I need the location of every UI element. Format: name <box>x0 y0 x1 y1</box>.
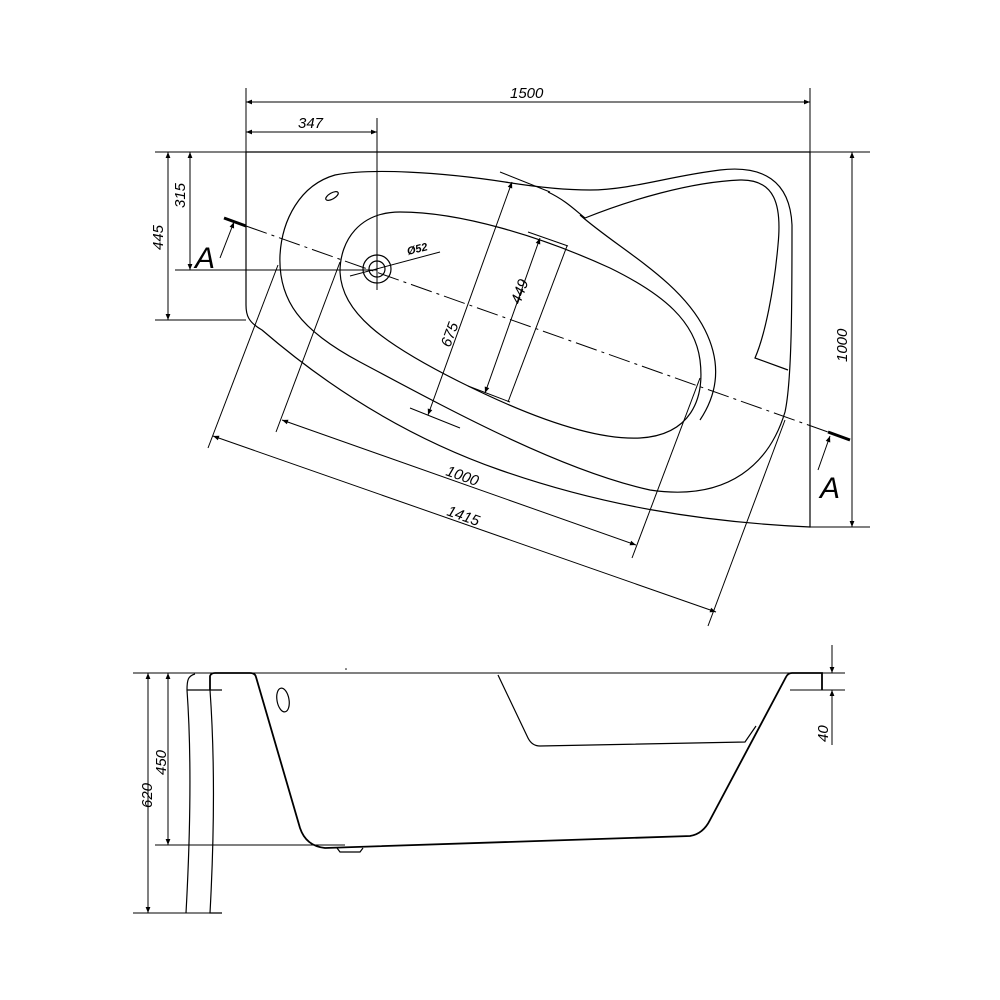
dim-label-1000-length: 1000 <box>444 463 482 490</box>
dimension-line-1415 <box>212 435 717 613</box>
dim-label-40: 40 <box>815 725 832 742</box>
inner-basin-outline <box>339 211 702 439</box>
extension-line <box>527 231 569 247</box>
apron-outer <box>185 673 196 914</box>
dim-label-315: 315 <box>172 182 189 208</box>
top-view: Ø52 A A 1500 347 445 315 1000 675 <box>150 85 870 627</box>
overflow-hole <box>325 191 339 201</box>
dim-label-620: 620 <box>139 782 156 808</box>
tub-profile <box>209 672 823 849</box>
section-label-left: A <box>193 242 215 275</box>
extension-line <box>207 264 279 449</box>
section-mark-right <box>827 430 851 442</box>
dim-label-1415: 1415 <box>445 503 483 530</box>
outer-shell-outline <box>245 151 811 528</box>
overflow-hole-side <box>276 687 290 713</box>
dim-label-1500: 1500 <box>510 85 544 102</box>
drain-diameter-label: Ø52 <box>406 241 429 258</box>
armrest-curve <box>579 214 717 421</box>
section-line-a <box>245 225 829 433</box>
section-arrow-left-icon <box>219 221 235 259</box>
headrest-inner-outline <box>547 179 789 371</box>
section-label-right: A <box>818 472 840 505</box>
dimension-line-675 <box>427 181 513 416</box>
extension-line <box>631 377 701 559</box>
drain-outlet <box>336 847 364 853</box>
extension-line <box>507 245 568 403</box>
apron-inner <box>209 689 222 914</box>
extension-line <box>499 171 551 193</box>
extension-line <box>707 419 786 627</box>
section-mark-left <box>223 216 247 228</box>
dim-label-675: 675 <box>438 319 463 349</box>
dim-label-450: 450 <box>153 749 170 775</box>
extension-line <box>275 261 341 433</box>
drain-leader-line <box>349 251 441 277</box>
dim-label-449: 449 <box>508 276 533 306</box>
section-arrow-right-icon <box>817 435 831 471</box>
side-view: 620 450 40 <box>133 645 845 914</box>
extension-line <box>467 385 511 403</box>
seat-profile <box>497 674 757 747</box>
dimension-line-449 <box>484 237 541 394</box>
dot-mark <box>345 668 347 670</box>
dim-label-347: 347 <box>298 115 324 132</box>
outer-basin-outline <box>279 168 793 493</box>
dim-label-445: 445 <box>150 224 167 250</box>
dim-label-1000-height: 1000 <box>834 328 851 362</box>
